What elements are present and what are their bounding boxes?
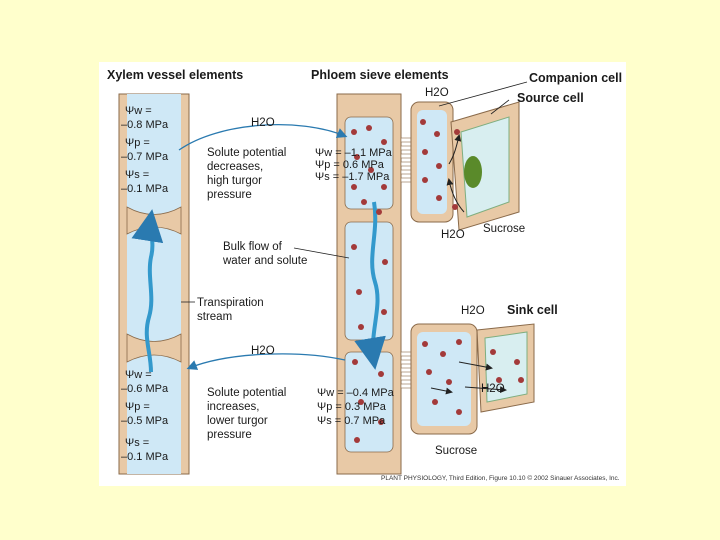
water-label-sink-top: H2O <box>461 305 485 317</box>
svg-text:Ψs = 0.7 MPa: Ψs = 0.7 MPa <box>317 415 386 427</box>
svg-text:pressure: pressure <box>207 189 252 201</box>
bulk-flow-label: Bulk flow of water and solute <box>222 241 307 267</box>
phloem-heading: Phloem sieve elements <box>311 68 449 82</box>
source-note: Solute potential decreases, high turgor … <box>207 147 286 201</box>
water-label-bottom: H2O <box>251 345 275 357</box>
figure-panel: Xylem vessel elements Phloem sieve eleme… <box>99 62 626 486</box>
sucrose-dots <box>351 119 524 443</box>
svg-text:water and solute: water and solute <box>222 255 307 267</box>
svg-text:–0.6 MPa: –0.6 MPa <box>121 383 169 395</box>
source-heading: Source cell <box>517 91 584 105</box>
xylem-vessel <box>118 93 190 475</box>
diagram-svg: Xylem vessel elements Phloem sieve eleme… <box>107 68 622 482</box>
svg-text:Ψs =: Ψs = <box>125 169 149 181</box>
sucrose-label-bottom: Sucrose <box>435 445 477 457</box>
figure-credit: PLANT PHYSIOLOGY, Third Edition, Figure … <box>381 474 620 482</box>
svg-text:Ψs =: Ψs = <box>125 437 149 449</box>
transpiration-label: Transpiration stream <box>197 297 264 323</box>
chloroplast-icon <box>464 156 482 188</box>
svg-text:–0.1 MPa: –0.1 MPa <box>121 451 169 463</box>
svg-text:Ψs = –1.7 MPa: Ψs = –1.7 MPa <box>315 171 390 183</box>
svg-text:increases,: increases, <box>207 401 259 413</box>
xylem-heading: Xylem vessel elements <box>107 68 243 82</box>
svg-text:Ψp = 0.6 MPa: Ψp = 0.6 MPa <box>315 159 385 171</box>
water-label-companion: H2O <box>425 87 449 99</box>
water-arrow-top <box>178 124 348 151</box>
sink-cell <box>410 323 535 435</box>
water-label-sink-right: H2O <box>481 383 505 395</box>
svg-text:decreases,: decreases, <box>207 161 263 173</box>
companion-heading: Companion cell <box>529 71 622 85</box>
sink-note: Solute potential increases, lower turgor… <box>207 387 286 441</box>
svg-text:Solute potential: Solute potential <box>207 147 286 159</box>
svg-text:Ψw =: Ψw = <box>125 369 152 381</box>
svg-text:Ψw = –0.4 MPa: Ψw = –0.4 MPa <box>317 387 395 399</box>
phloem-bottom-potentials: Ψw = –0.4 MPa Ψp = 0.3 MPa Ψs = 0.7 MPa <box>317 387 395 427</box>
sucrose-label-top: Sucrose <box>483 223 525 235</box>
phloem-top-potentials: Ψw = –1.1 MPa Ψp = 0.6 MPa Ψs = –1.7 MPa <box>315 147 393 183</box>
svg-text:–0.1 MPa: –0.1 MPa <box>121 183 169 195</box>
svg-text:Bulk flow of: Bulk flow of <box>223 241 283 253</box>
svg-text:high turgor: high turgor <box>207 175 262 187</box>
svg-text:Ψp = 0.3 MPa: Ψp = 0.3 MPa <box>317 401 387 413</box>
companion-cell <box>410 101 454 223</box>
svg-text:Transpiration: Transpiration <box>197 297 264 309</box>
svg-text:pressure: pressure <box>207 429 252 441</box>
source-cell <box>450 101 520 231</box>
svg-text:–0.5 MPa: –0.5 MPa <box>121 415 169 427</box>
water-label-top: H2O <box>251 117 275 129</box>
water-arrow-bottom <box>186 353 346 370</box>
leader-lines <box>181 81 528 303</box>
svg-text:–0.8 MPa: –0.8 MPa <box>121 119 169 131</box>
xylem-top-potentials: Ψw = –0.8 MPa Ψp = –0.7 MPa Ψs = –0.1 MP… <box>121 105 169 195</box>
xylem-bottom-potentials: Ψw = –0.6 MPa Ψp = –0.5 MPa Ψs = –0.1 MP… <box>121 369 169 463</box>
svg-text:lower turgor: lower turgor <box>207 415 268 427</box>
phloem-sieve-tube <box>336 93 412 475</box>
water-label-source: H2O <box>441 229 465 241</box>
transfer-arrows <box>430 134 507 395</box>
svg-text:Ψp =: Ψp = <box>125 401 150 413</box>
svg-text:Solute potential: Solute potential <box>207 387 286 399</box>
svg-text:Ψw = –1.1 MPa: Ψw = –1.1 MPa <box>315 147 393 159</box>
svg-text:–0.7 MPa: –0.7 MPa <box>121 151 169 163</box>
svg-text:Ψp =: Ψp = <box>125 137 150 149</box>
svg-text:stream: stream <box>197 311 232 323</box>
sink-heading: Sink cell <box>507 303 558 317</box>
svg-text:Ψw =: Ψw = <box>125 105 152 117</box>
